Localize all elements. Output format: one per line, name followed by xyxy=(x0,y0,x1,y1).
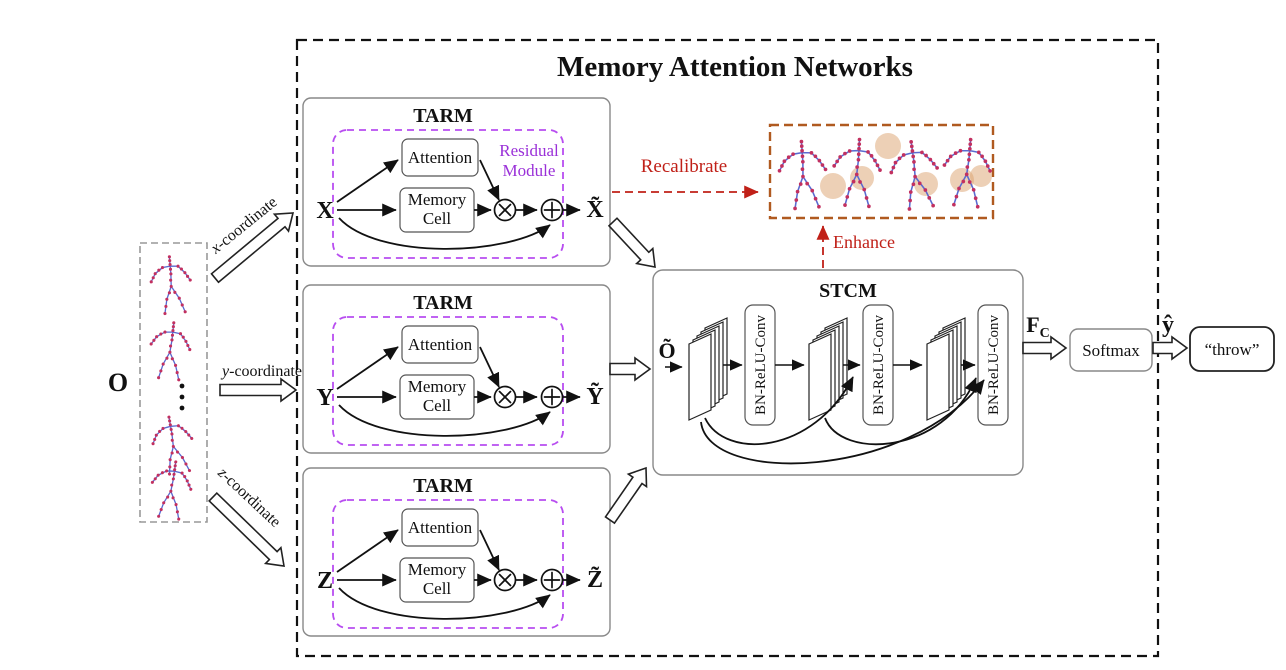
residual-module-box xyxy=(332,499,564,629)
x-coordinate-arrow xyxy=(210,212,295,284)
attention-highlight xyxy=(850,166,874,190)
input-sequence-label: O xyxy=(108,368,128,397)
input-to-attention-arrow xyxy=(336,529,399,573)
bn-relu-conv-label: BN-ReLU-Conv xyxy=(871,315,887,415)
z-coordinate-arrow xyxy=(208,491,285,567)
prediction-label: ŷ xyxy=(1162,312,1174,338)
input-sequence-box xyxy=(139,242,208,523)
softmax-box xyxy=(1069,328,1153,372)
multiply-icon xyxy=(493,198,517,222)
multiply-icon xyxy=(493,568,517,592)
residual-skip-arrow xyxy=(338,217,551,250)
skeleton-figure xyxy=(145,318,195,384)
multiply-icon xyxy=(493,385,517,409)
skip-connection-arrow xyxy=(704,376,854,446)
skeleton-sequence-image xyxy=(145,252,200,523)
attention-label: Attention xyxy=(408,335,473,354)
residual-module-label: Module xyxy=(503,161,556,180)
memory-cell-label: Memory xyxy=(408,377,467,396)
z-coordinate-label: z-coordinate xyxy=(214,464,284,531)
memory-cell-label: Cell xyxy=(423,396,452,415)
tarm-module-x: TARM Residual Module Attention Memory Ce… xyxy=(302,97,611,267)
memory-cell-label: Cell xyxy=(423,579,452,598)
tarm-title: TARM xyxy=(413,292,473,314)
input-to-attention-arrow xyxy=(336,159,399,203)
tarm-input-label: Y xyxy=(316,385,333,411)
skip-connection-arrow xyxy=(700,379,985,465)
tarm-box xyxy=(302,467,611,637)
add-icon xyxy=(540,568,564,592)
attention-highlight xyxy=(970,165,992,187)
tarm-output-label: X̃ xyxy=(586,197,604,223)
tarm-module-z: TARM Attention Memory Cell Z Z̃ xyxy=(302,467,611,637)
residual-module-box xyxy=(332,316,564,446)
attention-box xyxy=(401,508,479,547)
class-output-label: “throw” xyxy=(1205,340,1260,359)
skeleton-figure xyxy=(146,252,196,317)
bn-relu-conv-label: BN-ReLU-Conv xyxy=(986,315,1002,415)
attention-highlight xyxy=(950,168,974,192)
feature-map-stack xyxy=(688,317,728,421)
tarm-input-label: X xyxy=(316,198,334,224)
enhance-label: Enhance xyxy=(833,232,895,252)
skeleton-figure xyxy=(146,411,200,479)
skip-connection-arrow xyxy=(824,377,977,446)
attention-label: Attention xyxy=(408,148,473,167)
input-to-attention-arrow xyxy=(336,346,399,390)
attention-highlight xyxy=(875,133,901,159)
memory-cell-label: Memory xyxy=(408,190,467,209)
memory-cell-label: Memory xyxy=(408,560,467,579)
tarm-output-label: Ỹ xyxy=(586,383,603,410)
tarm-input-label: Z xyxy=(317,568,333,594)
attention-highlight xyxy=(820,173,846,199)
add-icon xyxy=(540,198,564,222)
bn-relu-conv-label: BN-ReLU-Conv xyxy=(753,315,769,415)
residual-module-box xyxy=(332,129,564,259)
attention-to-multiply-arrow xyxy=(479,159,500,201)
tarm-box xyxy=(302,97,611,267)
attention-to-multiply-arrow xyxy=(479,529,500,571)
residual-module-label: Residual xyxy=(499,141,559,160)
attention-highlight xyxy=(914,172,938,196)
residual-skip-arrow xyxy=(338,404,551,437)
stcm-module: STCM Õ BN-ReLU-Conv BN-ReLU-Conv xyxy=(652,269,1024,476)
attention-box xyxy=(401,325,479,364)
memory-cell-label: Cell xyxy=(423,209,452,228)
bn-relu-conv-box xyxy=(977,304,1009,426)
feature-map-stack xyxy=(926,317,966,421)
tarm-title: TARM xyxy=(413,105,473,127)
attention-box xyxy=(401,138,479,177)
recalibrated-skeletons-image xyxy=(774,133,996,214)
class-output-box xyxy=(1189,326,1275,372)
tarm-output-label: Z̃ xyxy=(587,567,603,593)
softmax-label: Softmax xyxy=(1082,341,1140,360)
stcm-title: STCM xyxy=(819,280,877,302)
feature-map-stack xyxy=(808,317,848,421)
ellipsis-dots-icon xyxy=(179,383,185,411)
y-coordinate-arrow xyxy=(219,377,298,403)
stcm-to-softmax-arrow xyxy=(1022,335,1068,361)
tarm-title: TARM xyxy=(413,475,473,497)
y-output-to-stcm-arrow xyxy=(609,356,652,382)
z-output-to-stcm-arrow xyxy=(604,466,648,525)
x-output-to-stcm-arrow xyxy=(607,217,656,268)
residual-skip-arrow xyxy=(338,587,551,620)
recalibrate-label: Recalibrate xyxy=(641,156,728,177)
stcm-input-label: Õ xyxy=(658,338,675,363)
y-coordinate-label: y-coordinate xyxy=(220,363,302,380)
feature-output-label: FC xyxy=(1026,312,1050,341)
tarm-module-y: TARM Attention Memory Cell Y Ỹ xyxy=(302,284,611,454)
softmax-to-output-arrow xyxy=(1152,335,1189,361)
diagram-title: Memory Attention Networks xyxy=(557,51,913,83)
attention-label: Attention xyxy=(408,518,473,537)
add-icon xyxy=(540,385,564,409)
attention-to-multiply-arrow xyxy=(479,346,500,388)
